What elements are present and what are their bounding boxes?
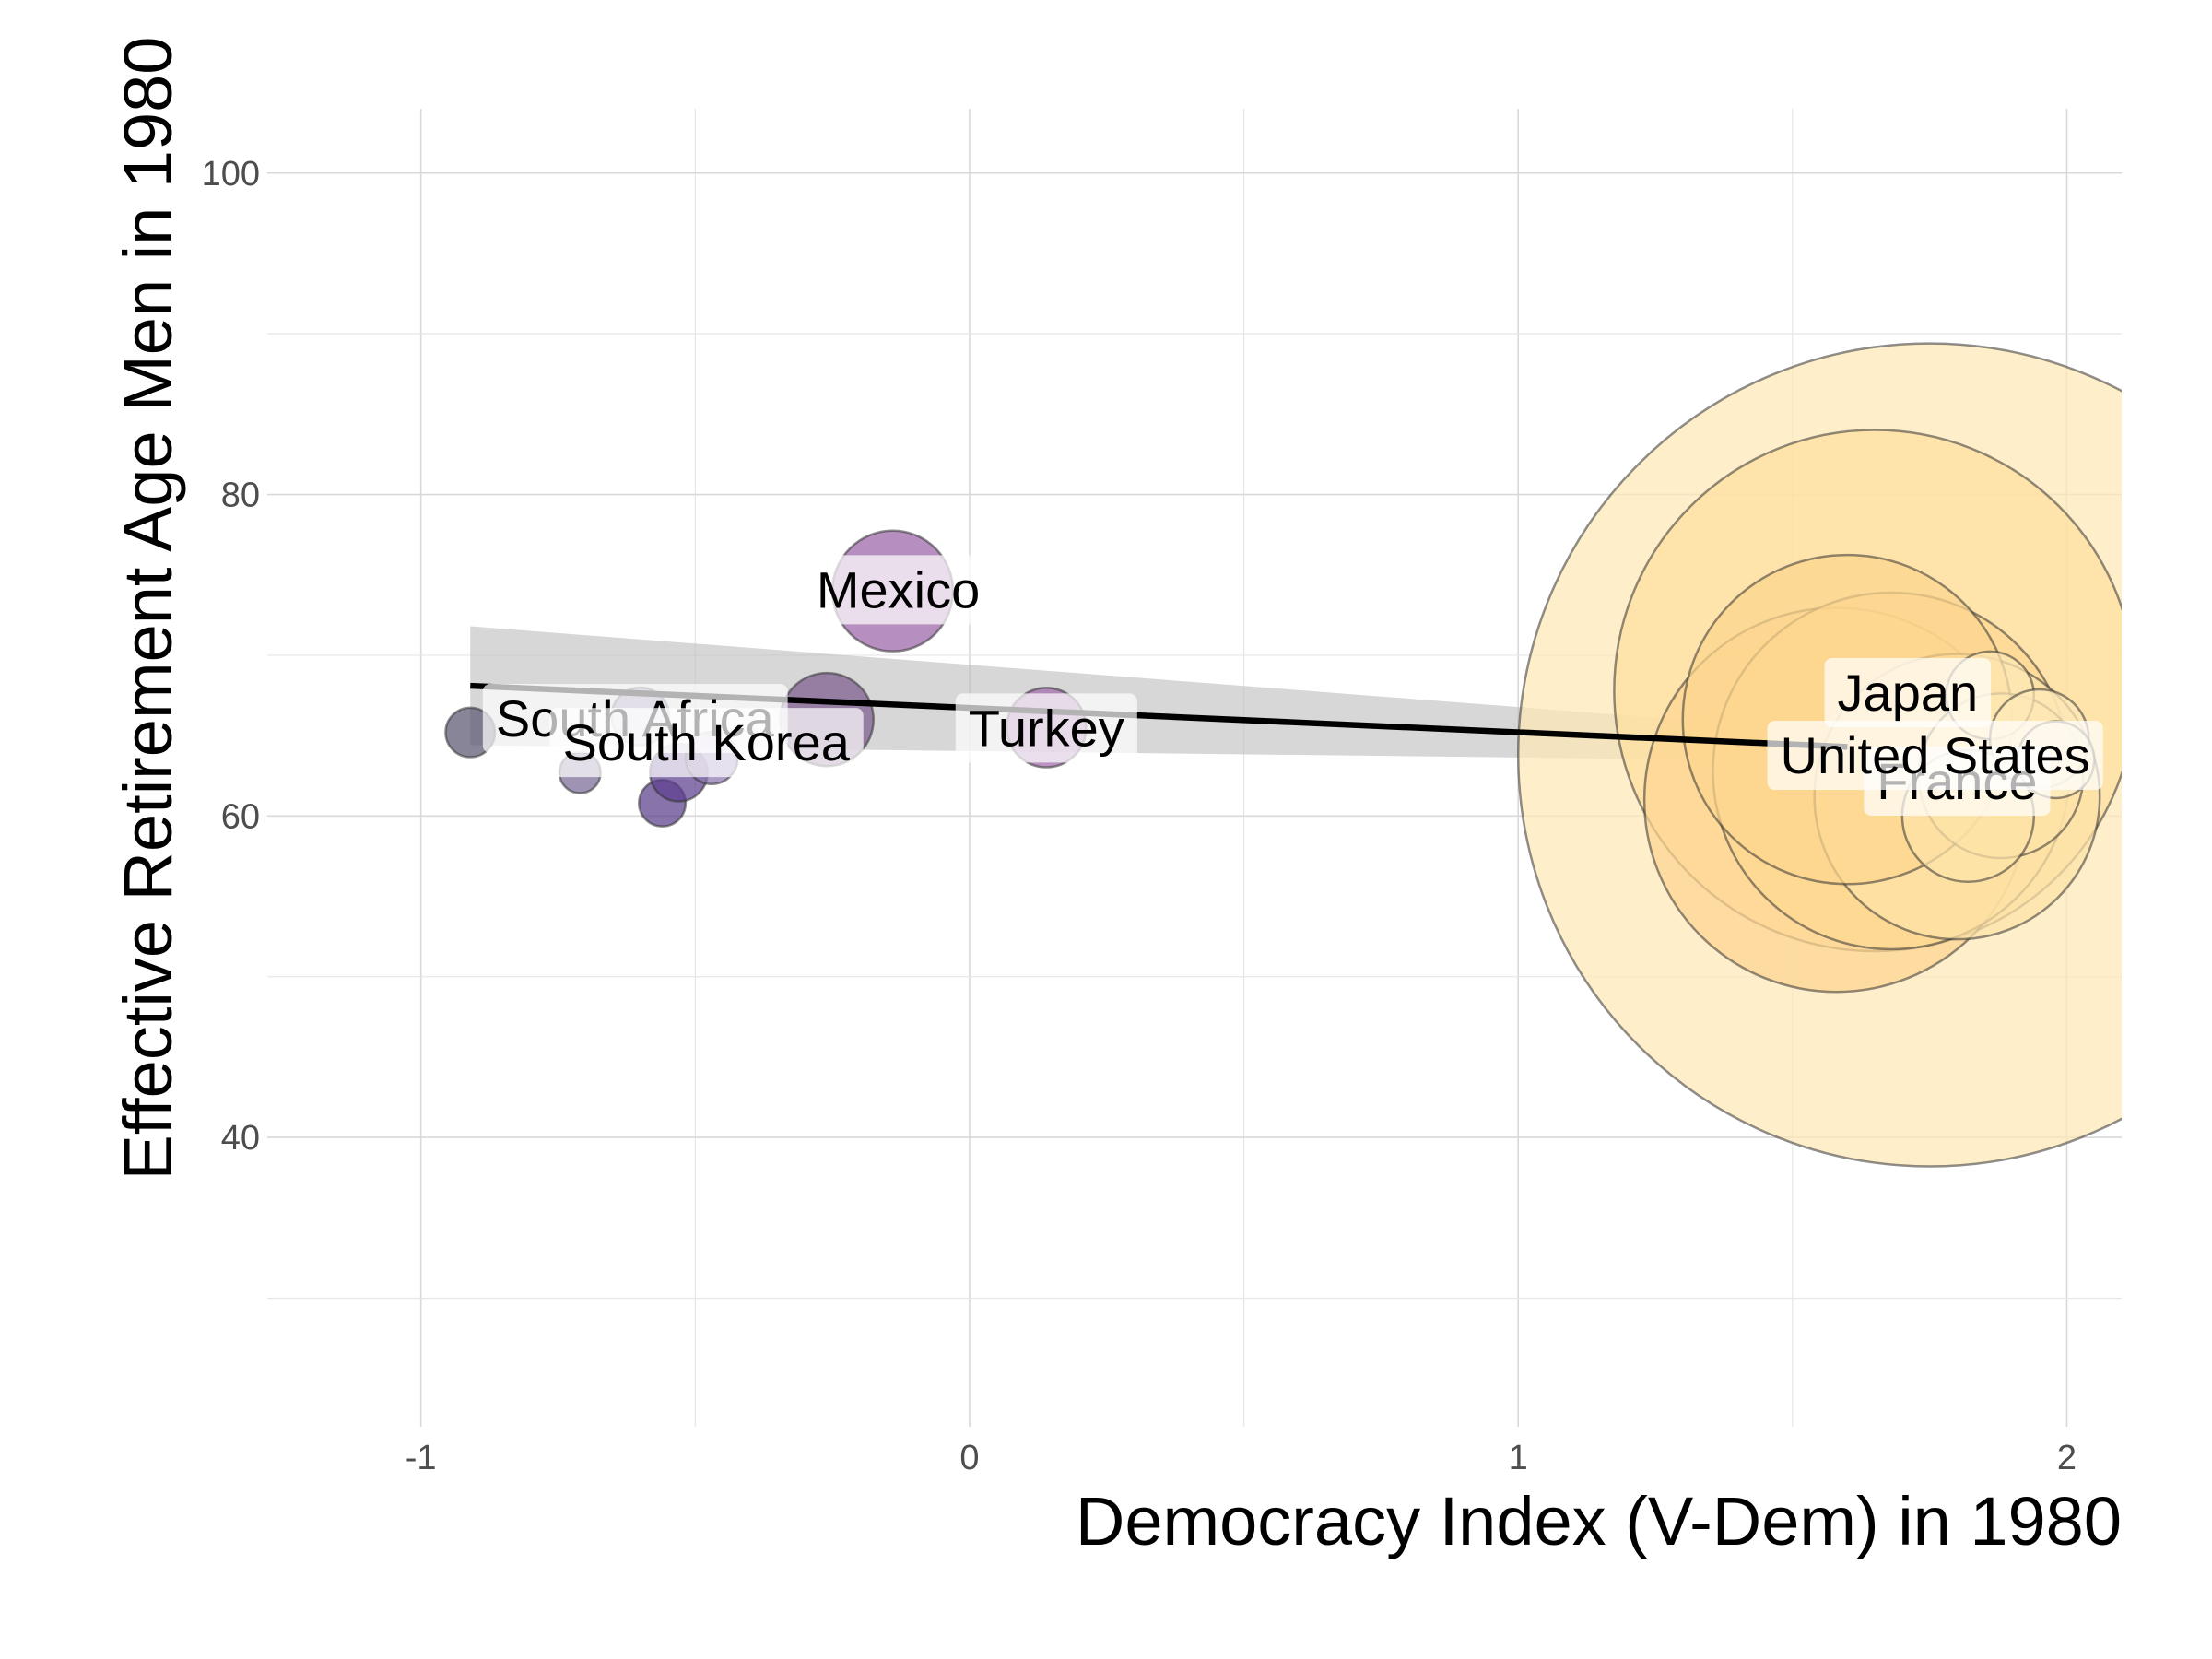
point-label-group: South Korea <box>549 708 864 778</box>
y-tick-label: 100 <box>202 155 260 194</box>
point-label-background <box>803 555 994 625</box>
point-label: South Korea <box>563 713 851 771</box>
x-axis-title: Democracy Index (V-Dem) in 1980 <box>1076 1483 2122 1559</box>
x-tick-label: -1 <box>406 1439 437 1477</box>
point-labels: South AfricaSouth KoreaMexicoTurkeyJapan… <box>482 555 2103 816</box>
tick-labels: -1 0 1 2 40 60 80 100 <box>202 155 2077 1477</box>
point-label-background <box>955 693 1137 763</box>
y-tick-label: 60 <box>221 797 260 836</box>
point-label: Japan <box>1838 664 1979 722</box>
point-label-group: Turkey <box>955 693 1137 763</box>
y-axis-title: Effective Retirement Age Men in 1980 <box>110 37 186 1181</box>
x-tick-label: 0 <box>959 1439 979 1477</box>
point-label-background <box>1767 721 2103 791</box>
point-label: Mexico <box>817 560 980 618</box>
x-tick-label: 1 <box>1509 1439 1528 1477</box>
point-label: Turkey <box>969 699 1124 757</box>
point-label-background <box>1824 658 1992 728</box>
point-label-group: United States <box>1767 721 2103 791</box>
point-label-background <box>549 708 864 778</box>
point-label-group: Mexico <box>803 555 994 625</box>
y-tick-label: 40 <box>221 1119 260 1158</box>
y-tick-label: 80 <box>221 477 260 515</box>
point-label-group: Japan <box>1824 658 1992 728</box>
x-tick-label: 2 <box>2057 1439 2077 1477</box>
point-label: United States <box>1781 726 2090 784</box>
